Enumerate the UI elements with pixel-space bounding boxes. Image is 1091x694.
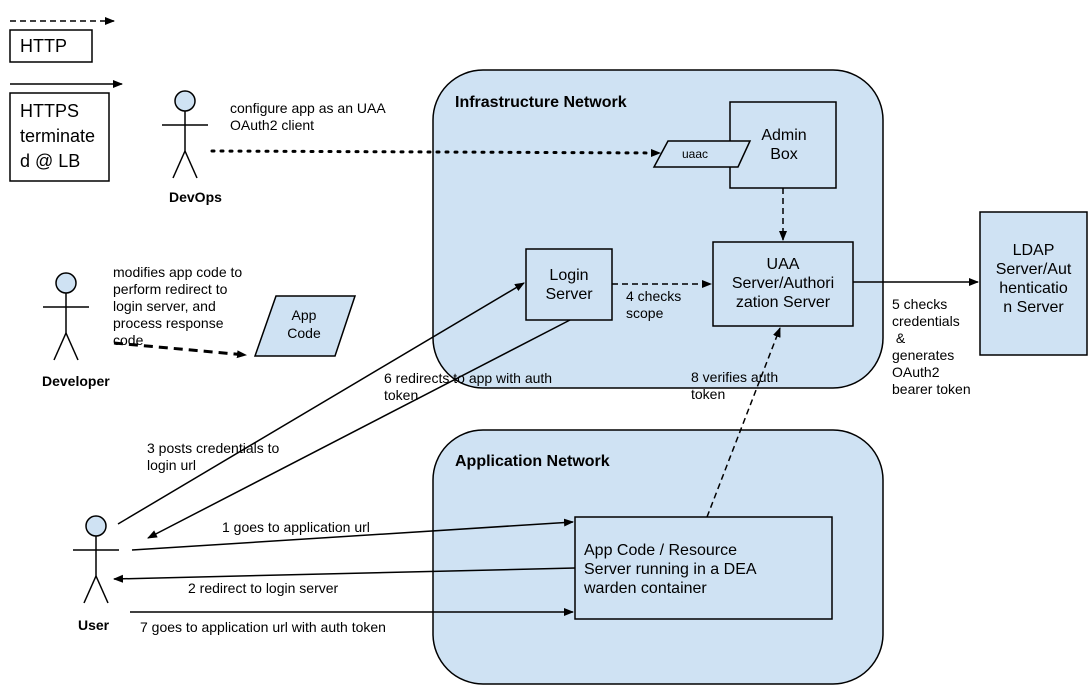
uaa-server-box xyxy=(712,241,854,327)
step-4-label: 4 checks scope xyxy=(626,288,682,321)
devops-label: DevOps xyxy=(169,189,222,205)
legend-https-label: HTTPS terminate d @ LB xyxy=(20,101,96,171)
uaac-label: uaac xyxy=(682,147,709,161)
legend-http-label: HTTP xyxy=(20,36,67,56)
uaa-server-label: UAA Server/Authori zation Server xyxy=(731,256,835,311)
step-8-label: 8 verifies auth token xyxy=(691,369,779,402)
developer-actor xyxy=(43,272,89,361)
step-2-label: 2 redirect to login server xyxy=(188,580,339,596)
infrastructure-network-title: Infrastructure Network xyxy=(455,94,627,111)
user-to-resource-arrow-1 xyxy=(131,518,574,551)
step-1-label: 1 goes to application url xyxy=(222,519,370,535)
legend-http-box xyxy=(9,29,93,63)
devops-to-uaac-arrow xyxy=(210,148,662,157)
app-code-label: App Code xyxy=(287,307,321,341)
user-to-login-arrow xyxy=(117,282,525,525)
ldap-server-box xyxy=(979,211,1088,356)
developer-note: modifies app code to perform redirect to… xyxy=(113,264,243,348)
user-actor xyxy=(73,515,119,604)
legend-https-box xyxy=(9,92,110,182)
uaac-parallelogram xyxy=(652,140,752,168)
ldap-server-label: LDAP Server/Aut henticatio n Server xyxy=(995,242,1072,316)
user-label: User xyxy=(78,617,110,633)
resource-server-box xyxy=(574,516,833,620)
app-code-parallelogram xyxy=(253,295,357,357)
developer-to-appcode-arrow xyxy=(113,341,247,359)
application-network-title: Application Network xyxy=(455,453,610,470)
admin-box-label: Admin Box xyxy=(761,127,807,163)
step-3-label: 3 posts credentials to login url xyxy=(147,440,280,473)
login-server-box xyxy=(525,248,613,321)
resource-server-label: App Code / Resource Server running in a … xyxy=(584,542,757,597)
login-server-label: Login Server xyxy=(545,267,593,303)
devops-actor xyxy=(162,90,208,179)
step-7-label: 7 goes to application url with auth toke… xyxy=(140,619,386,635)
resource-to-uaa-arrow xyxy=(706,327,781,518)
step-5-label: 5 checks credentials & generates OAuth2 … xyxy=(892,296,971,397)
devops-note: configure app as an UAA OAuth2 client xyxy=(230,100,386,133)
developer-label: Developer xyxy=(42,373,110,389)
login-to-user-arrow xyxy=(147,319,571,539)
resource-to-user-arrow-2 xyxy=(113,567,576,583)
step-6-label: 6 redirects to app with auth token xyxy=(384,370,553,403)
